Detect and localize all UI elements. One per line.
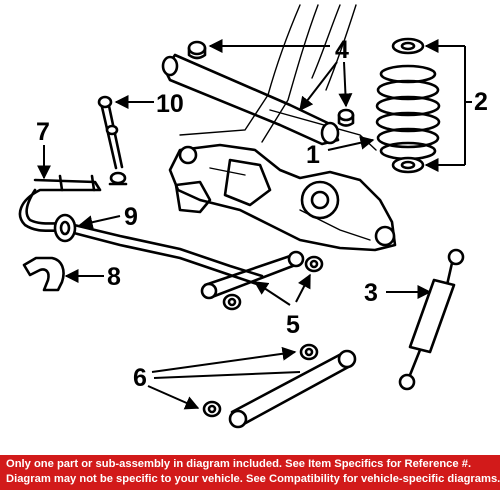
callout-5: 5 <box>286 311 300 339</box>
callout-3: 3 <box>364 279 378 307</box>
spring-upper-insulator <box>391 37 425 55</box>
callout-9: 9 <box>124 203 138 231</box>
trailing-arm-bushing-top <box>299 343 319 361</box>
lower-arm-bushing-front <box>222 293 242 311</box>
callout-10: 10 <box>156 90 184 118</box>
disclaimer-line-2: Diagram may not be specific to your vehi… <box>6 473 500 485</box>
disclaimer-line-1: Only one part or sub-assembly in diagram… <box>6 458 472 470</box>
rear-axle-housing <box>168 143 397 252</box>
upper-control-arm <box>161 53 340 146</box>
disclaimer-banner: Only one part or sub-assembly in diagram… <box>0 455 500 490</box>
frame-rail <box>179 4 377 151</box>
spring-lower-insulator <box>391 156 425 174</box>
rear-suspension-diagram: 4 2 1 10 7 9 8 3 5 6 <box>18 4 488 429</box>
upper-arm-bushing-top <box>187 40 207 60</box>
callout-1: 1 <box>306 141 320 169</box>
stabilizer-bushing <box>53 213 77 243</box>
lower-arm-bushing-rear <box>304 255 324 273</box>
callout-7: 7 <box>36 118 50 146</box>
upper-arm-bushing-bottom <box>337 108 355 127</box>
trailing-arm-bushing-bottom <box>202 400 222 418</box>
callout-2: 2 <box>474 88 488 116</box>
stabilizer-bracket <box>22 256 65 292</box>
shock-absorber <box>398 248 465 391</box>
callout-6: 6 <box>133 364 147 392</box>
coil-spring <box>375 64 441 161</box>
lower-control-arm <box>200 250 305 300</box>
leader-lines <box>37 39 472 410</box>
callout-8: 8 <box>107 263 121 291</box>
callout-4: 4 <box>335 36 349 64</box>
trailing-arm <box>228 349 357 429</box>
stabilizer-link <box>97 95 128 186</box>
